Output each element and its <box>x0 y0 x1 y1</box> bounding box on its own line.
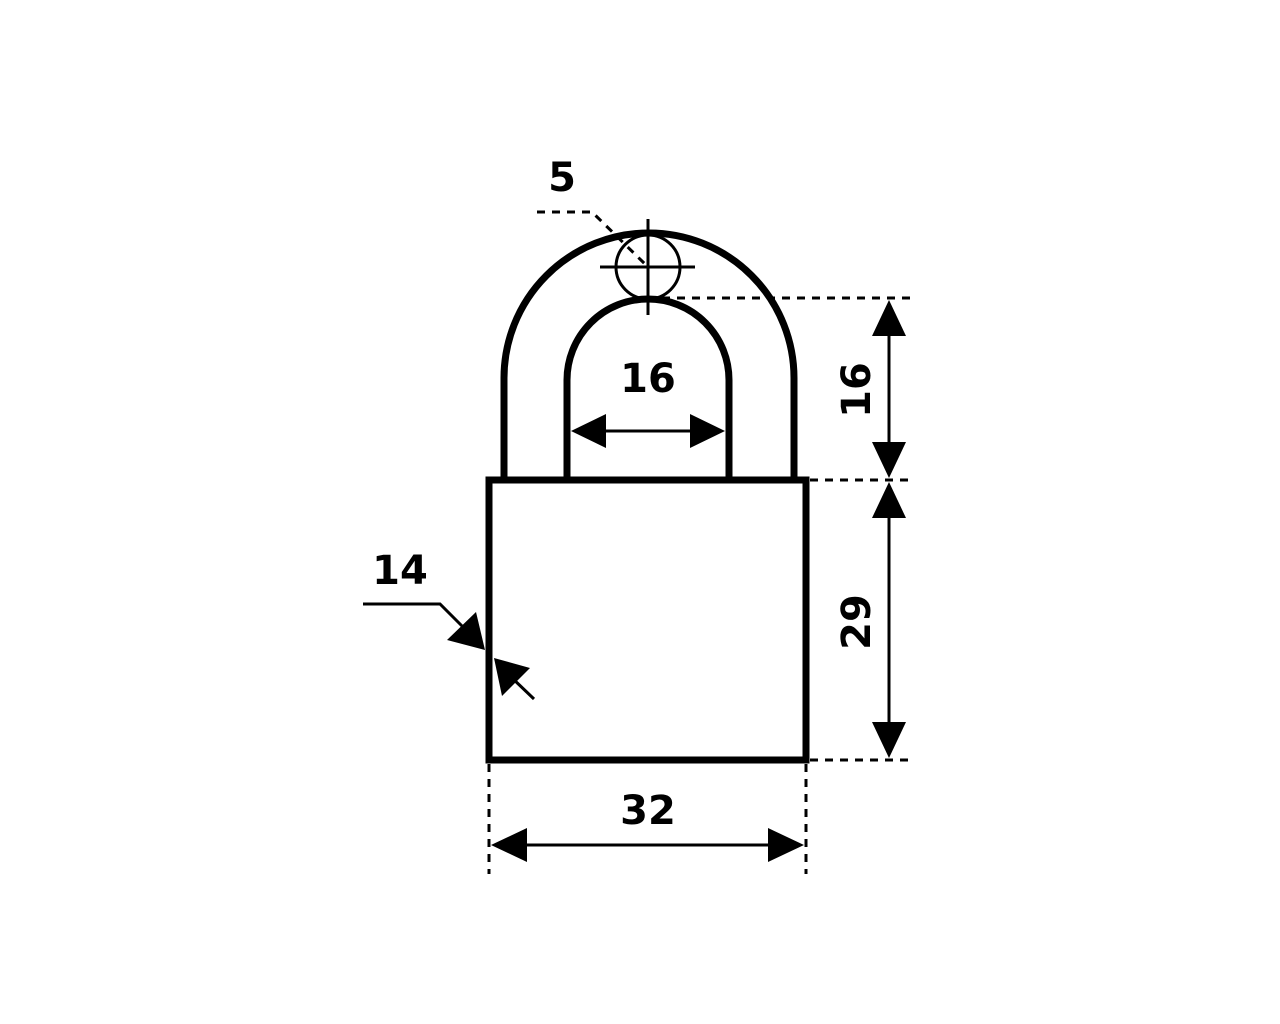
arrowhead-up <box>872 482 906 518</box>
arrowhead-down <box>872 722 906 758</box>
arrowhead-right <box>768 828 804 862</box>
label-body-thickness: 14 <box>372 548 428 594</box>
padlock-body <box>485 476 810 764</box>
label-shackle-diameter: 5 <box>548 155 576 201</box>
diameter-leader <box>537 210 647 266</box>
arrowhead-left <box>491 828 527 862</box>
arrowhead-up <box>872 300 906 336</box>
label-body-height: 29 <box>834 594 880 650</box>
arrowhead-thickness-outer <box>447 612 485 650</box>
label-shackle-inner-width: 16 <box>620 356 676 402</box>
thickness-leader <box>363 602 472 636</box>
arrowhead-thickness-inner <box>494 658 530 696</box>
arrowhead-left <box>571 414 606 448</box>
arrowhead-down <box>872 442 906 478</box>
arrowhead-right <box>690 414 725 448</box>
label-body-width: 32 <box>620 788 676 834</box>
label-shackle-clearance-height: 16 <box>834 362 880 418</box>
